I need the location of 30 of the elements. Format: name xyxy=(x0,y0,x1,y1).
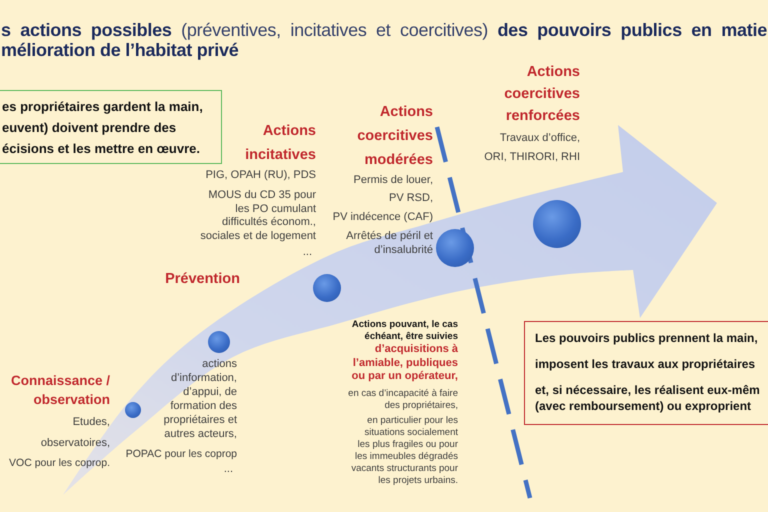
stage-detail: ORI, THIRORI, RHI xyxy=(484,150,580,164)
callout-box xyxy=(0,90,222,164)
stage-detail: PIG, OPAH (RU), PDS xyxy=(206,168,316,182)
stage-detail: VOC pour les coprop. xyxy=(9,456,110,470)
stage-detail: observatoires, xyxy=(40,436,110,450)
stage-detail: Travaux d’office, xyxy=(500,131,580,145)
stage-heading: Actions coercitives modérées xyxy=(356,103,433,170)
stage-detail: Arrêtés de péril et d’insalubrité xyxy=(345,230,433,257)
stage-detail: Etudes, xyxy=(72,415,110,429)
callout-text: imposent les travaux aux propriétaires xyxy=(535,356,756,372)
callout-text: es propriétaires gardent la main, euvent) doivent prendre des écisions et les mettre en œuvre. xyxy=(2,98,204,158)
stage-detail: PV RSD, xyxy=(388,191,433,205)
note-text: Actions pouvant, le cas échéant, être suivies xyxy=(350,319,458,342)
note-text: en particulier pour les situations socialement les plus fragiles ou pour les immeubles dégradés vacants structurants pour les projets urbains. xyxy=(350,415,458,487)
stage-heading: Actions coercitives renforcées xyxy=(503,63,580,126)
note-text: d’acquisitions à l’amiable, publiques ou par un opérateur, xyxy=(350,343,458,384)
callout-box xyxy=(524,321,768,425)
callout-text: et, si nécessaire, les réalisent eux-mêm (avec remboursement) ou exproprient xyxy=(535,382,761,414)
stage-detail: POPAC pour les coprop xyxy=(126,447,237,461)
stage-heading: Prévention xyxy=(165,270,240,289)
stage-heading: Connaissance / observation xyxy=(10,372,110,409)
stage-heading: Actions incitatives xyxy=(244,122,316,165)
stage-detail: PV indécence (CAF) xyxy=(332,210,433,224)
stage-detail: MOUS du CD 35 pour les PO cumulant difficultés économ., sociales et de logement xyxy=(199,189,316,243)
stage-detail: actions d’information, d’appui, de formation des propriétaires et autres acteurs, xyxy=(162,357,237,441)
diagram-title: s actions possibles (préventives, incitatives et coercitives) des pouvoirs publics en matie mélioration de l’habitat privé xyxy=(1,20,767,60)
stage-detail: ... xyxy=(224,462,233,476)
stage-detail: Permis de louer, xyxy=(354,173,433,187)
stage-detail: ... xyxy=(302,245,312,259)
callout-text: Les pouvoirs publics prennent la main, xyxy=(535,330,758,346)
